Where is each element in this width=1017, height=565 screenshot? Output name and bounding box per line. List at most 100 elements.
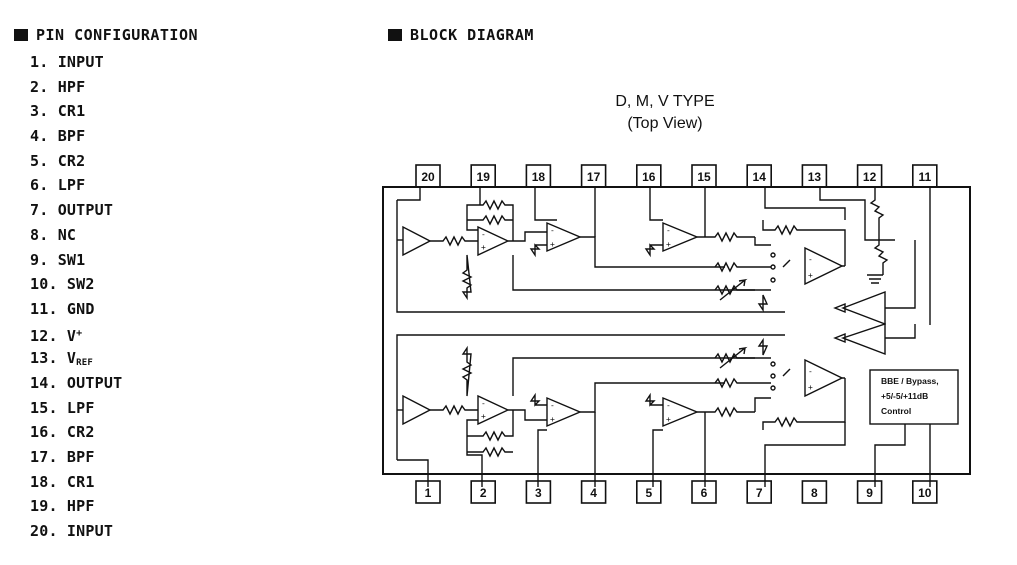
pin-item: 8. NC	[30, 223, 122, 248]
pin-label: 14. OUTPUT	[30, 373, 123, 392]
pin-item: 6. LPF	[30, 173, 122, 198]
switch-buffer-outputs	[885, 240, 916, 339]
pin-number-label: 5	[645, 486, 652, 500]
switch-buffer-2	[840, 323, 886, 356]
lpf-ground-lower	[644, 392, 663, 407]
pin-item: 15. LPF	[30, 396, 122, 421]
pin-number-label: 8	[811, 486, 818, 500]
lpf-ground-upper	[644, 243, 663, 258]
pin-number-label: 18	[532, 170, 546, 184]
pin-20-box: 20	[415, 164, 441, 188]
pin-configuration-heading: PIN CONFIGURATION	[14, 26, 198, 44]
pin-item: 10. SW2	[30, 272, 122, 297]
switch-buffer-1	[841, 290, 886, 326]
bias-resistor-lower	[461, 345, 473, 397]
control-box-outline	[869, 369, 959, 425]
svg-text:-: -	[550, 401, 555, 410]
pin-14-output-trace	[764, 187, 846, 220]
pin-label: 17. BPF	[30, 448, 95, 466]
pin-item: 16. CR2	[30, 420, 122, 445]
pin-label: 15. LPF	[30, 398, 95, 417]
pin-label: 12. V	[30, 326, 77, 345]
switch-contact-lower-3	[770, 385, 776, 391]
pin-number-label: 16	[642, 170, 656, 184]
pin-label-subscript: REF	[76, 358, 94, 369]
switch-input-marker-1	[833, 302, 846, 314]
pin-label: 7. OUTPUT	[30, 201, 114, 220]
pin-box-outline	[911, 480, 938, 504]
pin-9-box: 9	[856, 480, 883, 504]
pin-label: 13. V	[30, 349, 77, 368]
pin-box-outline	[856, 480, 883, 504]
pin-item: 18. CR1	[30, 470, 122, 495]
hpf-output-wire-upper	[508, 231, 547, 242]
pin-13-vref-trace	[819, 187, 895, 241]
svg-text:-: -	[550, 226, 555, 235]
input-buffer-lower	[402, 394, 432, 426]
diagram-title-type: D, M, V TYPE	[615, 93, 714, 110]
hpf-feedback-network-upper	[466, 187, 514, 241]
bullet-square-icon	[14, 29, 28, 41]
bpf-opamp-upper	[546, 221, 582, 253]
pin-3-cr1-trace	[537, 429, 547, 487]
output-feedback-upper	[762, 220, 846, 267]
svg-text:+: +	[666, 240, 671, 249]
switch-contact-upper-2	[770, 264, 776, 270]
pin-label: 3. CR1	[30, 102, 86, 121]
pin-item: 3. CR1	[30, 99, 122, 124]
pin-item: 1. INPUT	[30, 50, 122, 75]
switch-input-marker-2	[833, 332, 846, 344]
pin-box-outline	[470, 480, 496, 504]
pin-label: 19. HPF	[30, 497, 95, 516]
pin-number-label: 6	[701, 486, 708, 500]
pin-label: 2. HPF	[30, 77, 86, 96]
pin-16-cr2-trace	[649, 187, 663, 221]
lower-channel-boundary	[396, 334, 785, 460]
svg-text:+: +	[550, 415, 555, 424]
hpf-opamp-upper	[477, 225, 510, 257]
pin-number-label: 20	[421, 170, 435, 184]
svg-text:-: -	[666, 401, 671, 410]
svg-text:+: +	[808, 383, 813, 392]
pin-label: 20. INPUT	[30, 522, 114, 541]
pin-2-box: 2	[470, 480, 496, 504]
switch-contact-lower-2	[770, 373, 776, 379]
control-box-line3: Control	[881, 406, 911, 416]
pin-label-superscript: +	[76, 327, 83, 339]
svg-text:-: -	[481, 230, 486, 239]
pin-number-label: 11	[918, 170, 931, 184]
pin-15-box: 15	[691, 164, 717, 188]
pin-label: 9. SW1	[30, 250, 86, 269]
svg-text:-: -	[481, 399, 486, 408]
vref-divider-to-gnd	[867, 187, 889, 284]
control-box-line2: +5/-5/+11dB	[881, 391, 928, 401]
pin-box-outline	[801, 480, 828, 504]
svg-text:+: +	[666, 415, 671, 424]
bpf-output-wire-upper	[580, 236, 725, 268]
svg-text:+: +	[481, 243, 486, 252]
bpf-ground-lower	[529, 392, 547, 407]
pin-item: 5. CR2	[30, 149, 122, 174]
pin-label: 8. NC	[30, 225, 77, 244]
pin-label: 16. CR2	[30, 423, 95, 442]
bbe-control-block: BBE / Bypass, +5/-5/+11dB Control	[869, 369, 959, 487]
switch-contact-upper-1	[770, 252, 776, 258]
pin-7-box: 7	[746, 480, 773, 504]
pin-item: 4. BPF	[30, 124, 122, 149]
block-diagram-heading: BLOCK DIAGRAM	[388, 26, 534, 44]
pin-9-10-control-traces	[874, 424, 931, 487]
pin-item: 13. VREF	[30, 346, 122, 371]
pin-label: 10. SW2	[30, 275, 95, 294]
pin-7-output-trace	[764, 422, 846, 487]
pin-16-box: 16	[635, 164, 662, 188]
pin-number-label: 4	[590, 486, 597, 500]
hpf-feedback-network-lower	[466, 410, 514, 487]
svg-text:+: +	[808, 271, 813, 280]
pin-5-box: 5	[635, 480, 662, 504]
pin-label: 6. LPF	[30, 176, 86, 195]
pin-19-box: 19	[470, 164, 496, 188]
